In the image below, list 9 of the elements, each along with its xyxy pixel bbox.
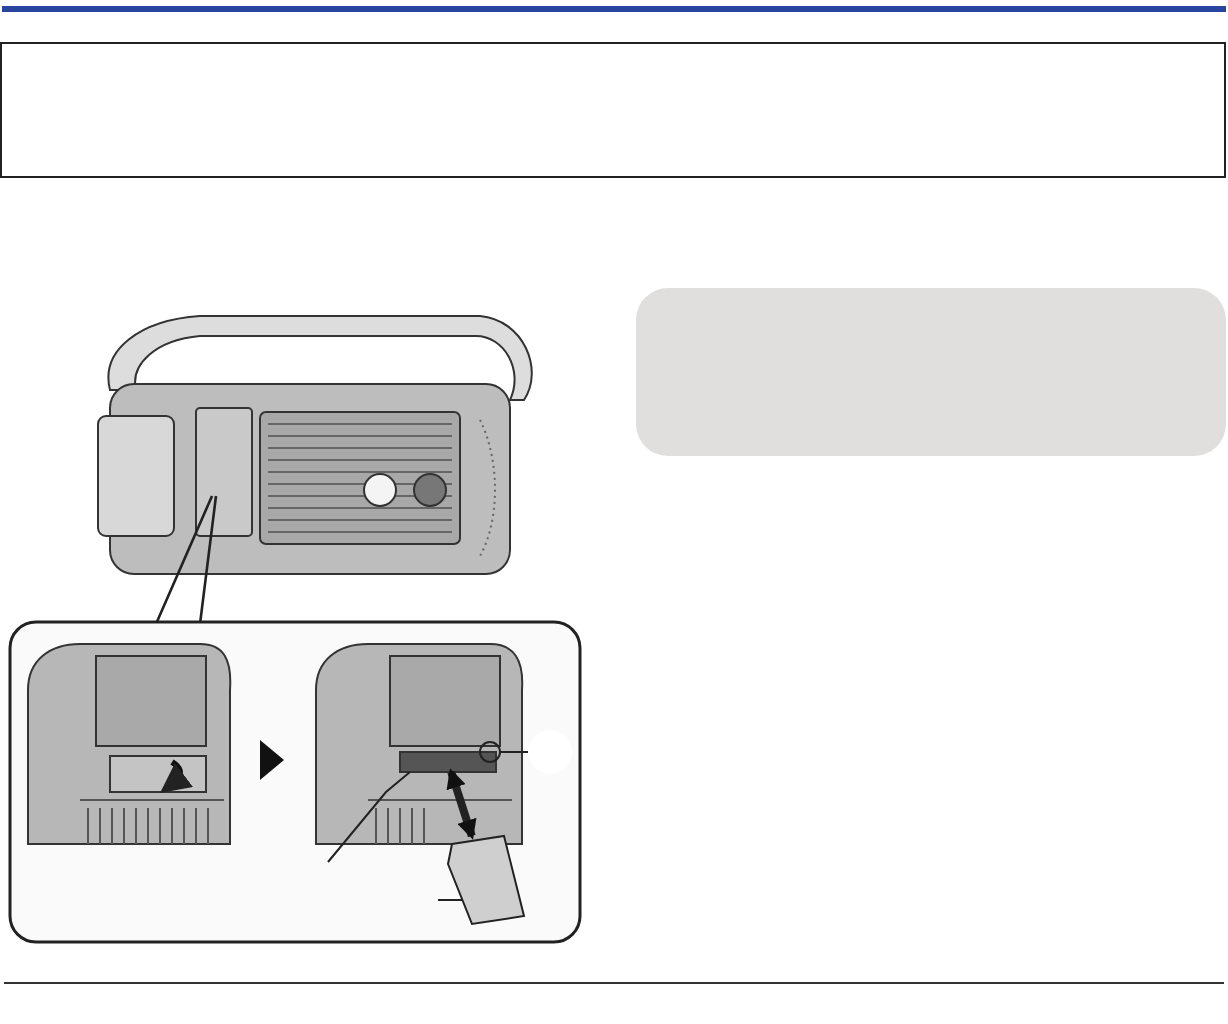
info-panel — [636, 288, 1226, 456]
card-slot — [399, 751, 497, 773]
mark-circle — [479, 741, 501, 763]
leader-line — [499, 751, 529, 753]
leader-line — [327, 771, 411, 863]
memory-card — [446, 834, 526, 926]
note-box — [0, 42, 1226, 178]
leader-line — [437, 899, 463, 901]
double-arrow — [446, 768, 477, 840]
